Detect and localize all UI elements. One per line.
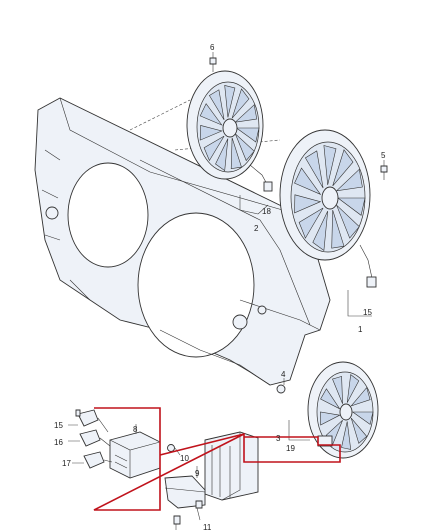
callout-4: 4 [281,370,286,379]
callout-18: 18 [262,207,271,216]
fan-blade [335,168,363,192]
callout-3: 3 [276,434,281,443]
callout-17: 17 [62,459,71,468]
callout-1: 1 [358,325,363,334]
fan-blade [304,150,324,189]
callout-15-bottom: 15 [54,421,63,430]
radiator-fan-main [279,129,377,288]
fan-blade [294,167,322,196]
callout-16: 16 [54,438,63,447]
fan-blade [312,210,328,252]
fan-blade [235,133,255,162]
fan-blade [350,386,371,407]
fan-blade [351,411,374,425]
callout-15-top: 15 [363,308,372,317]
fan-blade [323,145,337,185]
fan-blade [230,137,242,170]
fan-blade [332,375,343,404]
fan-blade [224,85,236,118]
highlight-outline [93,407,341,511]
callout-5: 5 [381,151,386,160]
fan-blade [350,417,368,444]
radiator-support-frame [34,97,331,386]
fan-blade [234,104,258,123]
fan-blade [346,374,360,403]
fan-blade [199,125,223,141]
fan-blade [294,194,322,214]
auxiliary-fan [307,361,379,459]
leader-lines [68,52,385,530]
fan-blade [341,421,352,450]
callout-11: 11 [203,523,212,532]
fan-blade [208,89,225,121]
callout-labels: 6 5 18 2 15 1 4 3 19 15 16 17 8 10 9 11 [54,43,386,532]
callout-6: 6 [210,43,215,52]
fan-blade [231,88,250,119]
fan-blade [331,210,345,249]
fan-blade [215,138,229,172]
callout-9: 9 [195,469,200,478]
fan-control-unit [109,431,161,479]
callout-10: 10 [180,454,189,463]
fan-blade [320,411,341,426]
fan-blade [203,135,225,162]
callout-19: 19 [286,444,295,453]
fan-blade [298,207,324,239]
radiator-fan-upper [186,70,273,192]
fan-blade [332,149,354,187]
fan-blade [235,127,260,143]
fan-blade [337,197,366,216]
fasteners [75,57,388,525]
fan-blade [320,388,341,410]
fan-blade [336,204,360,239]
callout-8: 8 [133,425,138,434]
callout-2: 2 [254,224,259,233]
fan-blade [199,103,223,126]
connector-set [77,409,113,469]
